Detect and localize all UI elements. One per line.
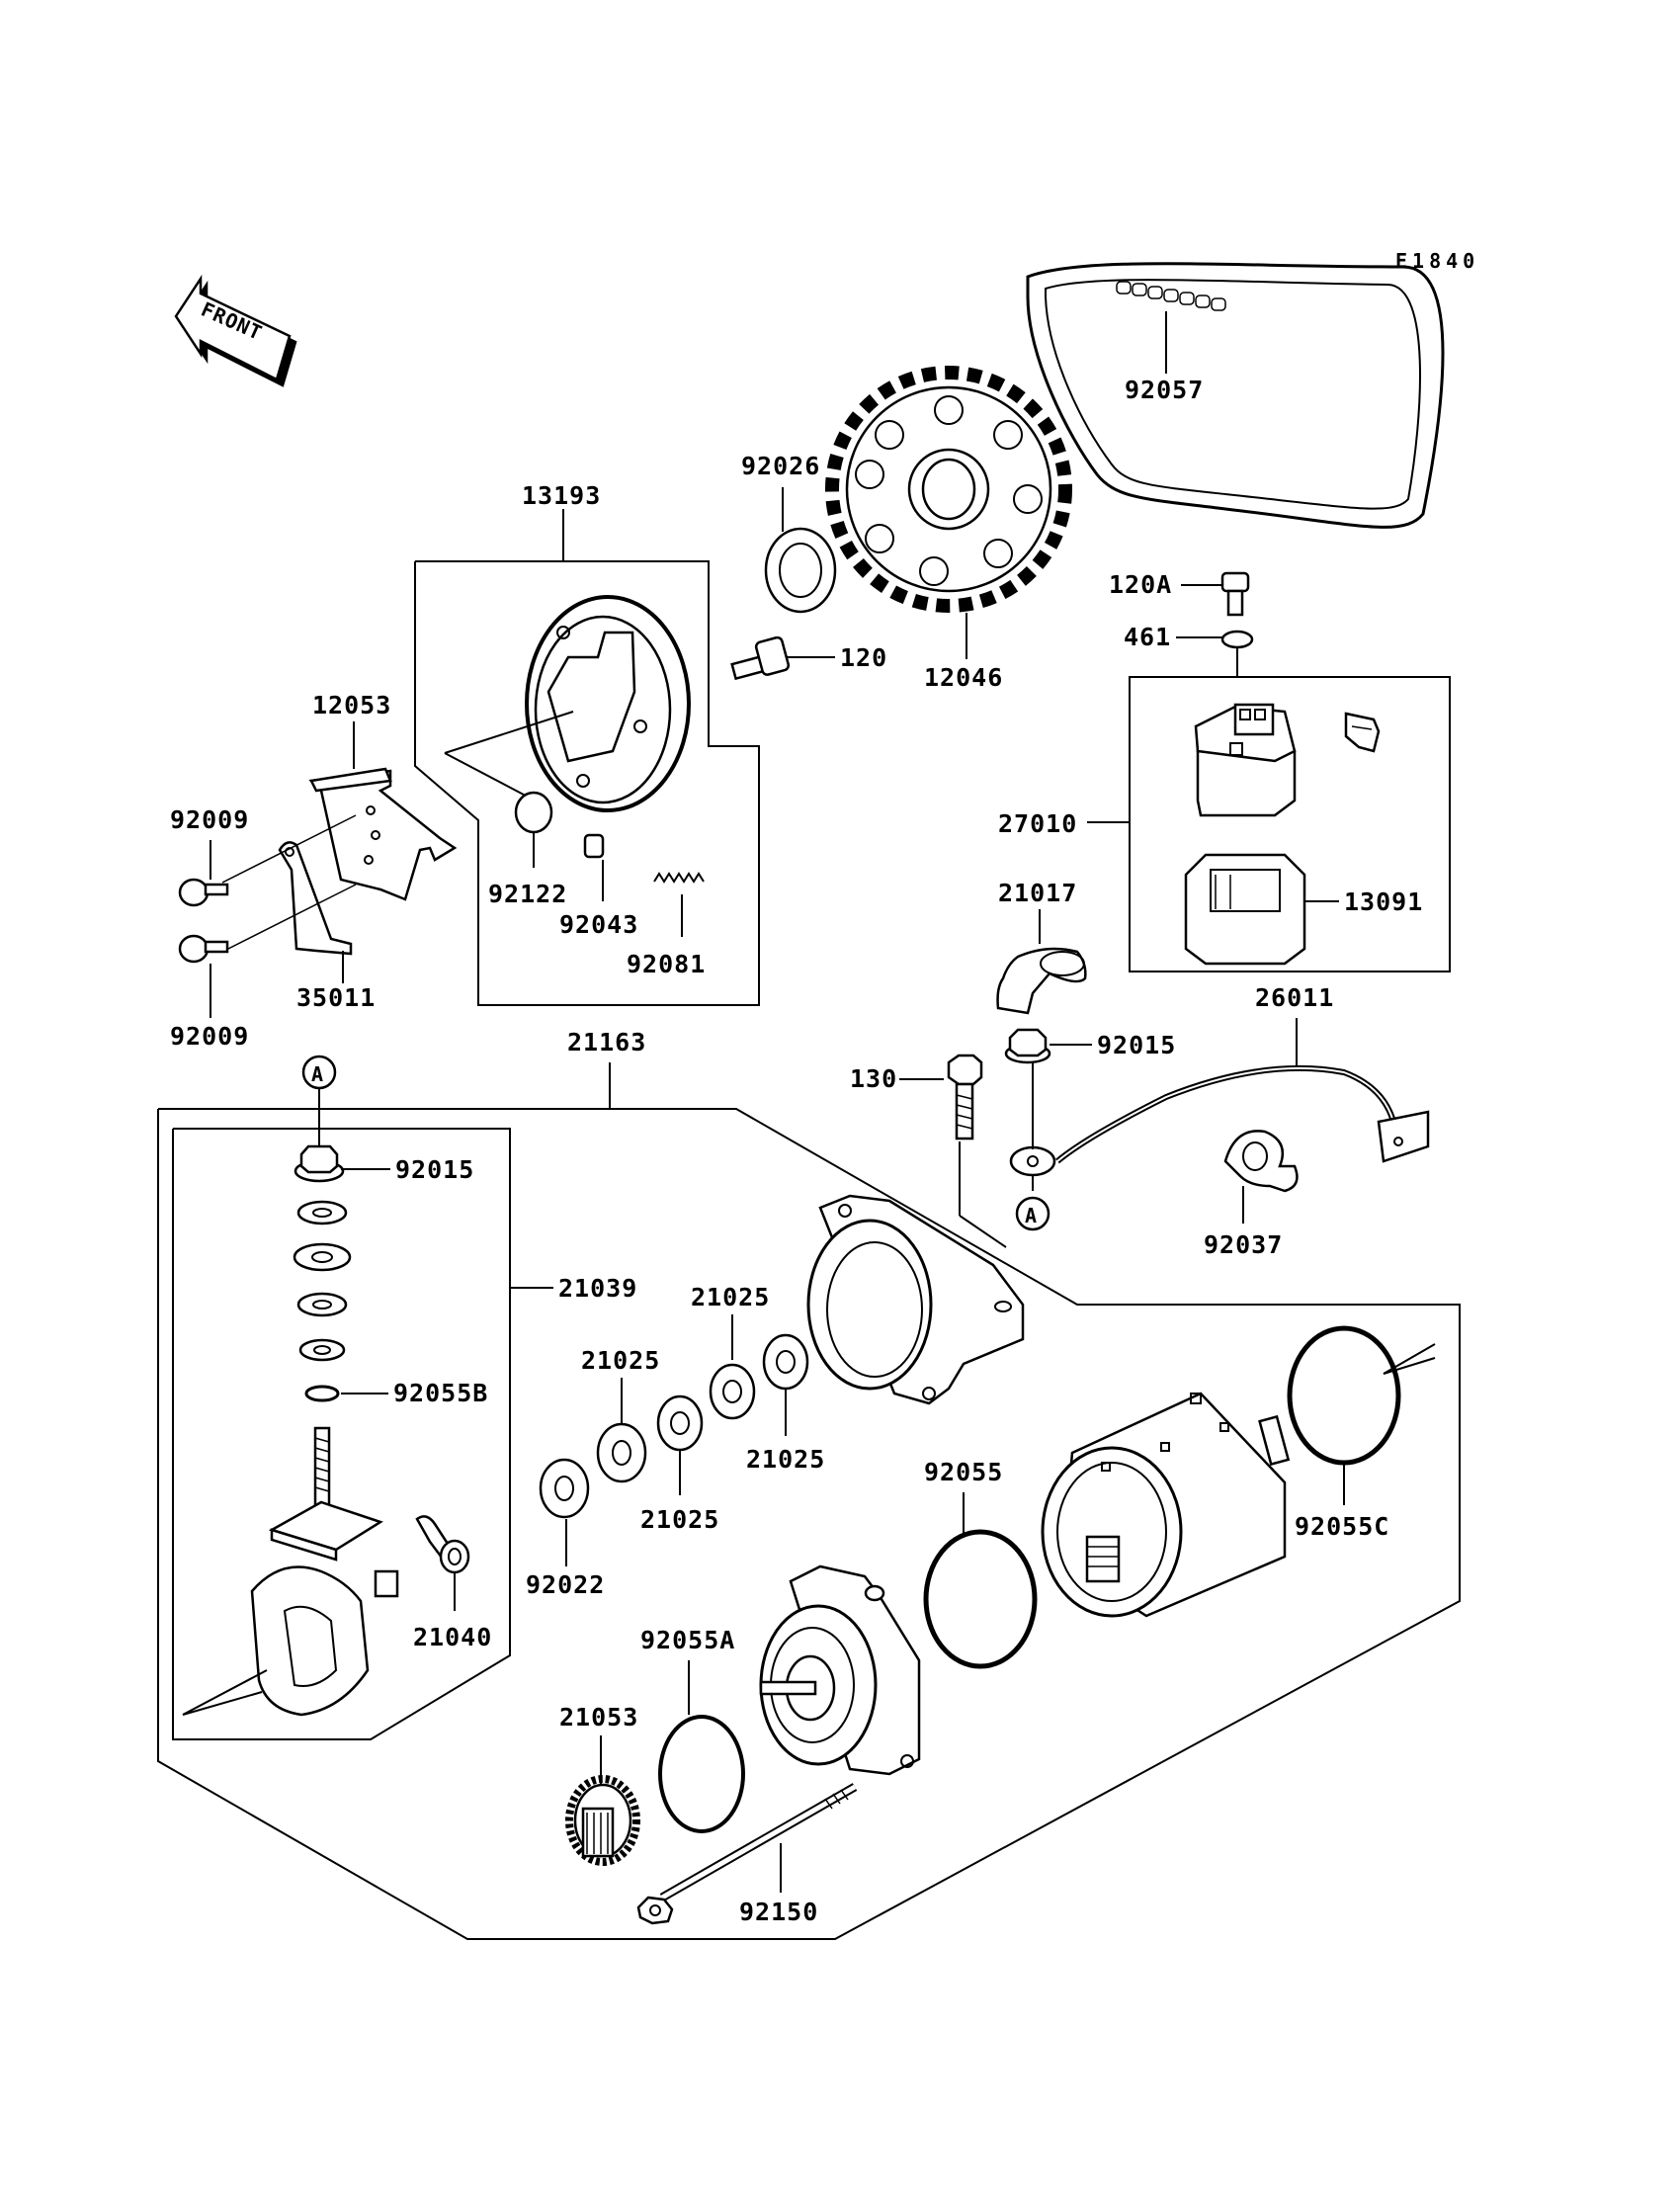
oring-92055C [1287,1325,1401,1466]
label-21163: 21163 [567,1028,646,1056]
label-35011: 35011 [296,983,376,1012]
label-92055C: 92055C [1295,1512,1389,1541]
label-92081: 92081 [627,950,706,978]
ref-marker-right [1015,1196,1050,1231]
screw-92009-lower [178,934,229,964]
starter-rear-cover [806,1194,1025,1405]
label-21025-c: 21025 [691,1283,770,1311]
label-92015-upper: 92015 [1097,1031,1176,1059]
label-21025-a: 21025 [581,1346,660,1375]
label-92055A: 92055A [640,1626,735,1654]
ref-marker-right-label: A [1025,1204,1038,1227]
starter-lead-26011 [1009,1064,1430,1177]
label-92015-lower: 92015 [395,1155,474,1184]
label-27010: 27010 [998,809,1077,838]
label-92009-upper: 92009 [170,805,249,834]
ref-marker-left-label: A [311,1062,324,1086]
label-92122: 92122 [488,880,567,908]
shim-21025-b [656,1394,704,1452]
sprocket-12046 [825,366,1072,613]
oring-92055A [658,1715,745,1833]
label-120: 120 [840,643,887,672]
label-21040: 21040 [413,1623,492,1651]
label-92057: 92057 [1125,376,1204,404]
label-21053: 21053 [559,1703,638,1732]
roller-92122 [514,791,553,834]
group-21163-frame [157,1108,1461,1940]
label-26011: 26011 [1255,983,1334,1012]
label-13193: 13193 [522,481,601,510]
drive-chain [1026,262,1445,529]
label-13091: 13091 [1344,887,1423,916]
shim-21025-c [709,1363,756,1420]
brush-plate [250,1565,399,1717]
label-21025-b: 21025 [640,1505,719,1534]
through-bolt-92150 [636,1783,858,1925]
clamp-92037 [1223,1130,1299,1193]
nut-92015-lower [294,1144,345,1183]
oring-92055 [923,1529,1038,1669]
fuse-icon [1344,712,1381,753]
starter-relay [1194,703,1297,817]
washer-92022 [539,1458,590,1519]
label-21025-d: 21025 [746,1445,825,1474]
spring-92081 [653,872,705,884]
label-92037: 92037 [1204,1230,1283,1259]
group-13193-frame [414,560,760,1006]
label-120A: 120A [1109,570,1172,599]
washer-461 [1220,630,1254,649]
label-12046: 12046 [924,663,1003,692]
washer-stack [293,1200,352,1362]
group-21039-frame [172,1128,511,1740]
label-21039: 21039 [558,1274,637,1303]
label-92026: 92026 [741,452,820,480]
label-12053: 12053 [312,691,391,719]
terminal-bolt [268,1426,383,1562]
front-arrow-icon: FRONT [174,274,297,387]
relay-case-13091 [1184,853,1306,966]
bolt-130 [947,1054,983,1141]
label-92150: 92150 [739,1898,818,1926]
diagram-code: E1840 [1395,249,1479,273]
gear-21053 [565,1775,640,1866]
group-27010-frame [1129,676,1451,972]
terminal-cap-21017 [996,947,1087,1015]
bracket-12053 [308,767,458,901]
label-130: 130 [850,1064,897,1093]
nut-92015-upper [1004,1028,1051,1064]
label-461: 461 [1124,623,1171,651]
bolt-120 [730,635,791,681]
label-21017: 21017 [998,879,1077,907]
label-92055B: 92055B [393,1379,488,1407]
screw-92009-upper [178,878,229,907]
plunger-92043 [583,833,605,859]
shim-21025-a [596,1422,647,1483]
bolt-120A [1220,571,1250,617]
label-92043: 92043 [559,910,638,939]
oring-92055B [304,1385,340,1402]
shim-21025-d [762,1333,809,1391]
starter-motor-yoke [1041,1392,1291,1618]
label-92022: 92022 [526,1570,605,1599]
washer-92026 [764,527,837,614]
starter-front-cover [759,1564,921,1776]
label-92009-lower: 92009 [170,1022,249,1051]
starter-clutch [525,595,691,812]
label-92055: 92055 [924,1458,1003,1486]
brush-spring-21040 [415,1515,470,1574]
